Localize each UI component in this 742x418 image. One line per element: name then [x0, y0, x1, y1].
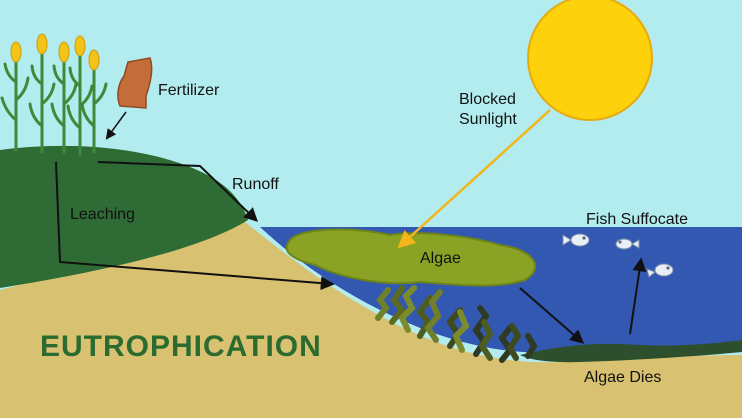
- fish-icon: [562, 233, 590, 247]
- fertilizer-bag-icon: [117, 57, 153, 109]
- fish-icon: [646, 263, 674, 278]
- fish-group: [562, 233, 674, 278]
- label-blocked-sunlight-line2: Sunlight: [459, 111, 517, 128]
- sun: [527, 0, 653, 121]
- label-blocked-sunlight-line1: Blocked: [459, 91, 516, 108]
- leaching-arrow: [55, 161, 335, 291]
- label-algae: Algae: [420, 250, 461, 267]
- seaweed-cluster: [375, 285, 538, 363]
- label-leaching: Leaching: [70, 206, 135, 223]
- corn-plants: [0, 33, 108, 156]
- label-algae-dies: Algae Dies: [584, 369, 661, 386]
- fish-icon: [615, 238, 640, 250]
- fertilizer-arrow: [105, 111, 127, 140]
- algae-dies-arrow: [519, 287, 585, 344]
- sunlight-arrow: [397, 109, 551, 249]
- diagram-title: EUTROPHICATION: [40, 330, 322, 363]
- label-fish-suffocate: Fish Suffocate: [586, 211, 688, 228]
- sand-ground: [0, 218, 742, 418]
- fish-suffocate-arrow: [629, 257, 647, 335]
- dead-algae-layer: [520, 340, 742, 363]
- label-fertilizer: Fertilizer: [158, 82, 220, 99]
- green-hill: [0, 145, 248, 288]
- label-runoff: Runoff: [232, 176, 279, 193]
- algae-bloom: [285, 228, 537, 287]
- runoff-arrow: [97, 161, 259, 222]
